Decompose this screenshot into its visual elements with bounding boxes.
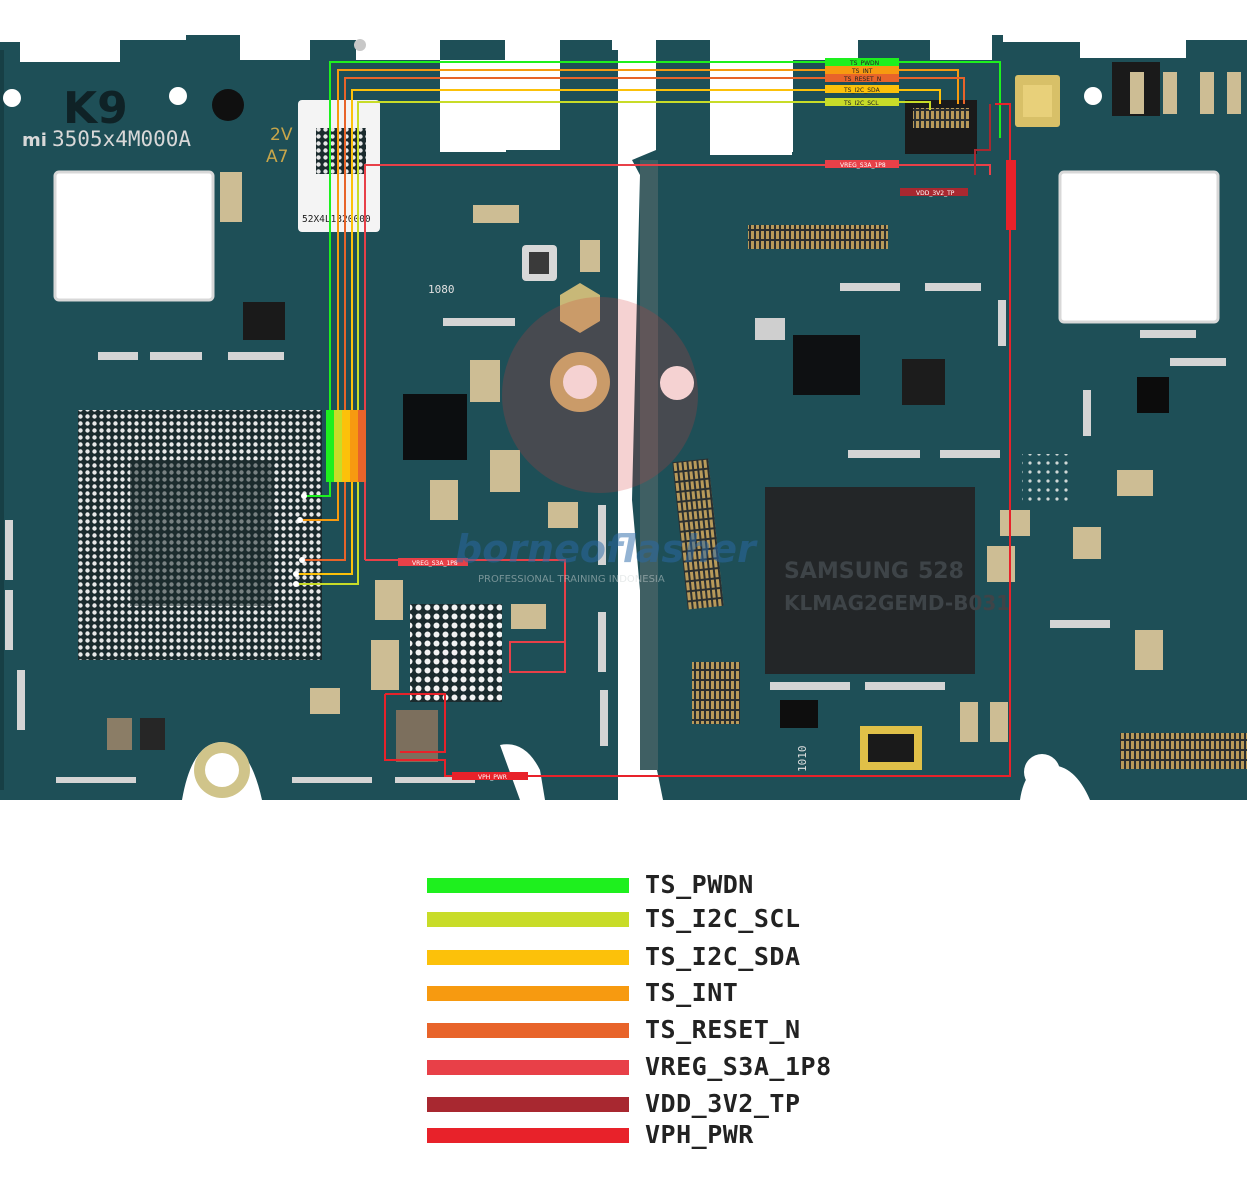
right-board: SAMSUNG 528 KLMAG2GEMD-B031 — [632, 35, 1247, 800]
trace-pads — [293, 410, 366, 587]
trace-ts-sda — [296, 89, 941, 575]
trace-label-ts-reset: TS_RESET_N — [843, 76, 881, 83]
trace-vdd-3v2 — [974, 104, 991, 175]
trace-labels: TS_PWDN TS_INT TS_RESET_N TS_I2C_SDA TS_… — [398, 58, 1016, 781]
trace-ts-reset — [302, 77, 965, 561]
board-model-mark: K9 — [63, 83, 128, 134]
pmic-bga — [410, 604, 502, 702]
trace-label-vph: VPH_PWR — [478, 774, 507, 781]
emmc-chip — [765, 487, 975, 674]
trace-ts-int — [300, 69, 959, 521]
fpc-connector-top — [748, 225, 888, 249]
left-board: K9 mi 3505x4M000A 2V A7 52X4L1320000 — [0, 35, 618, 800]
board-side-mark-1: 2V — [270, 125, 293, 145]
board-brand-mark: mi — [22, 130, 47, 151]
trace-vreg — [364, 164, 991, 560]
board-sticker-code: 52X4L1320000 — [302, 214, 371, 225]
trace-vph-pwr — [384, 103, 1011, 777]
trace-ts-scl — [296, 101, 931, 585]
board-part-number: 3505x4M000A — [52, 127, 191, 151]
fpc-connector-left — [672, 458, 724, 610]
trace-label-vreg-left: VREG_S3A_1P8 — [412, 560, 458, 567]
fpc-connector-right — [1120, 733, 1247, 769]
trace-label-ts-sda: TS_I2C_SDA — [843, 87, 881, 94]
trace-label-ts-int: TS_INT — [851, 68, 873, 75]
trace-label-vreg: VREG_S3A_1P8 — [840, 162, 886, 169]
trace-label-ts-pwdn: TS_PWDN — [849, 60, 879, 67]
watermark-sub: PROFESSIONAL TRAINING INDONESIA — [478, 574, 665, 585]
signal-traces — [296, 61, 1011, 777]
board-small-mark-2: 1010 — [796, 746, 809, 773]
emmc-maker: SAMSUNG — [784, 559, 909, 584]
trace-label-vdd-3v2: VDD_3V2_TP — [916, 190, 955, 197]
watermark: borneoflasher PROFESSIONAL TRAINING INDO… — [455, 297, 758, 585]
board-small-mark-1: 1080 — [428, 283, 455, 296]
watermark-brand: borneoflasher — [455, 527, 758, 571]
board-side-mark-2: A7 — [266, 147, 288, 167]
emmc-part: KLMAG2GEMD-B031 — [784, 591, 1010, 615]
trace-label-ts-scl: TS_I2C_SCL — [843, 100, 879, 107]
emmc-code-suffix: 528 — [918, 559, 964, 584]
trace-ts-pwdn — [304, 61, 1001, 497]
